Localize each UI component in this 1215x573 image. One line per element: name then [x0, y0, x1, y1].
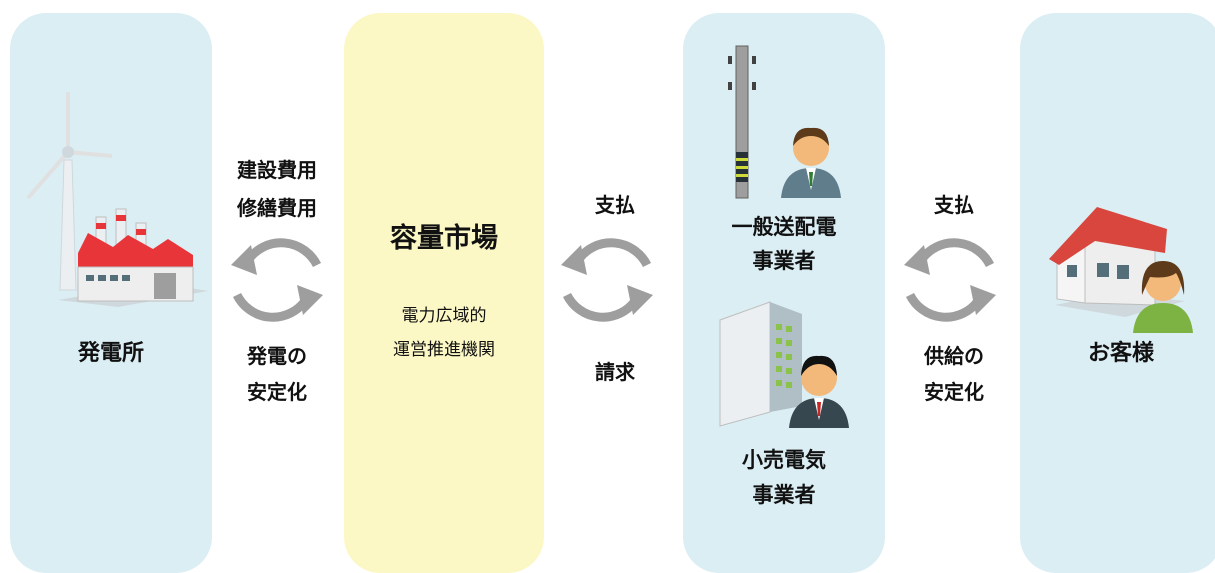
market-title: 容量市場 [390, 223, 498, 254]
person-icon [781, 127, 841, 198]
transmission-line-1: 一般送配電 [731, 215, 837, 239]
retail-line-1: 小売電気 [742, 448, 826, 472]
payment-label-right: 支払 [934, 193, 974, 217]
office-building-icon [719, 301, 802, 427]
woman-icon [1133, 261, 1193, 333]
flow-top-line-1: 建設費用 [237, 158, 317, 182]
operators-panel [683, 13, 885, 573]
cycle-arrows-icon [231, 238, 323, 322]
payment-label-left: 支払 [595, 193, 635, 217]
retail-line-2: 事業者 [752, 483, 816, 507]
flow-bottom-line-2: 安定化 [247, 380, 307, 404]
customer-label: お客様 [1087, 341, 1154, 366]
wind-turbine-icon [26, 92, 113, 291]
transmission-line-2: 事業者 [752, 249, 816, 273]
businessman-icon [789, 355, 849, 428]
cycle-arrows-icon [561, 238, 653, 322]
power-plant-label: 発電所 [77, 341, 144, 366]
flow-bottom-line-1: 発電の [247, 344, 307, 368]
market-org-line-2: 運営推進機関 [393, 340, 495, 360]
supply-line-1: 供給の [924, 344, 984, 368]
invoice-label-left: 請求 [595, 360, 635, 384]
factory-icon [58, 208, 208, 307]
house-icon [1049, 207, 1185, 317]
market-org-line-1: 電力広域的 [401, 306, 487, 326]
supply-line-2: 安定化 [924, 380, 984, 404]
cycle-arrows-icon [904, 238, 996, 322]
capacity-market-panel [344, 13, 544, 573]
flow-top-line-2: 修繕費用 [237, 196, 317, 220]
utility-pole-icon [728, 45, 756, 199]
